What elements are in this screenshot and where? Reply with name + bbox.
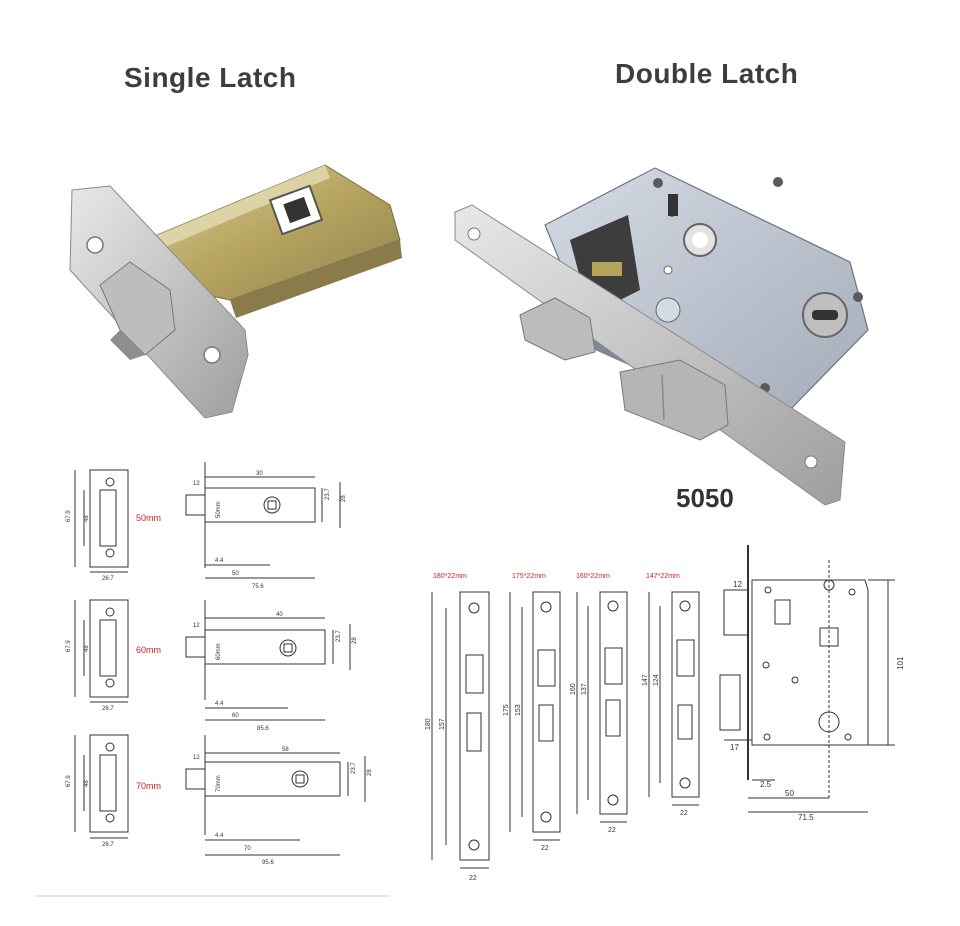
model-number: 5050	[676, 483, 734, 513]
body-dim-12: 12	[733, 580, 742, 589]
single-latch-photo	[69, 164, 402, 419]
body-dim-50: 50	[785, 789, 794, 798]
dim-50: 50	[232, 571, 239, 577]
dim-28: 28	[367, 769, 373, 776]
single-latch-labels: 67.9 48 26.7 50mm 12 30 23.7 28 50mm 4.4…	[66, 471, 373, 866]
body-dim-2-5: 2.5	[760, 780, 772, 789]
dim-67-9: 67.9	[66, 775, 72, 787]
size-label-60: 60mm	[136, 645, 161, 655]
dim-28: 28	[341, 495, 347, 502]
dim-48: 48	[84, 780, 90, 787]
single-latch-drawings	[35, 462, 390, 897]
single-drawing-row-70	[74, 734, 366, 856]
faceplate-label-180: 180*22mm	[433, 573, 467, 580]
size-label-70: 70mm	[136, 781, 161, 791]
faceplate-drawings	[431, 591, 700, 869]
dim-95-6: 95.6	[262, 860, 274, 866]
faceplate-inner-180: 157	[439, 718, 446, 730]
faceplate-width-147: 22	[680, 810, 688, 817]
dim-30: 30	[256, 471, 263, 477]
dim-67-9: 67.9	[66, 510, 72, 522]
single-latch-heading: Single Latch	[124, 62, 297, 93]
inner-label-60: 60mm	[216, 643, 222, 660]
dim-40: 40	[276, 612, 283, 618]
body-dim-17: 17	[730, 743, 739, 752]
dim-12: 12	[193, 623, 200, 629]
dim-28: 28	[352, 637, 358, 644]
faceplate-width-160: 22	[608, 827, 616, 834]
faceplate-label-175: 175*22mm	[512, 573, 546, 580]
faceplate-175	[509, 591, 561, 841]
faceplate-outer-160: 160	[570, 683, 577, 695]
double-body-drawing	[719, 545, 895, 813]
faceplate-outer-175: 175	[503, 704, 510, 716]
dim-12: 12	[193, 755, 200, 761]
faceplate-labels: 180*22mm 175*22mm 160*22mm 147*22mm 180 …	[425, 573, 688, 882]
dim-26-7: 26.7	[102, 842, 114, 848]
dim-48: 48	[84, 515, 90, 522]
double-latch-heading: Double Latch	[615, 58, 799, 89]
single-drawing-row-60	[74, 599, 351, 721]
dim-85-6: 85.6	[257, 726, 269, 732]
size-label-50: 50mm	[136, 513, 161, 523]
dim-58: 58	[282, 747, 289, 753]
dim-23-7: 23.7	[351, 762, 357, 774]
inner-label-70: 70mm	[216, 775, 222, 792]
double-latch-photo	[454, 167, 869, 506]
dim-75-6: 75.6	[252, 584, 264, 590]
body-dim-101: 101	[896, 656, 905, 670]
dim-26-7: 26.7	[102, 576, 114, 582]
faceplate-outer-180: 180	[425, 718, 432, 730]
faceplate-inner-175: 153	[515, 704, 522, 716]
faceplate-label-160: 160*22mm	[576, 573, 610, 580]
faceplate-160	[576, 591, 628, 823]
body-dim-71-5: 71.5	[798, 813, 814, 822]
dim-26-7: 26.7	[102, 706, 114, 712]
faceplate-width-175: 22	[541, 845, 549, 852]
faceplate-label-147: 147*22mm	[646, 573, 680, 580]
dim-48: 48	[84, 645, 90, 652]
dim-4-4: 4.4	[215, 701, 224, 707]
dim-60: 60	[232, 713, 239, 719]
faceplate-inner-147: 124	[653, 674, 660, 686]
dim-23-7: 23.7	[325, 488, 331, 500]
faceplate-180	[431, 591, 490, 869]
faceplate-width-180: 22	[469, 875, 477, 882]
inner-label-50: 50mm	[216, 501, 222, 518]
dim-67-9: 67.9	[66, 640, 72, 652]
faceplate-outer-147: 147	[642, 674, 649, 686]
double-body-labels: 12 17 101 2.5 50 71.5	[730, 580, 905, 822]
dim-23-7: 23.7	[336, 630, 342, 642]
dim-4-4: 4.4	[215, 833, 224, 839]
dim-4-4: 4.4	[215, 558, 224, 564]
faceplate-147	[648, 591, 700, 806]
dim-12: 12	[193, 481, 200, 487]
single-drawing-row-50	[74, 462, 341, 579]
dim-70: 70	[244, 846, 251, 852]
faceplate-inner-160: 137	[581, 683, 588, 695]
